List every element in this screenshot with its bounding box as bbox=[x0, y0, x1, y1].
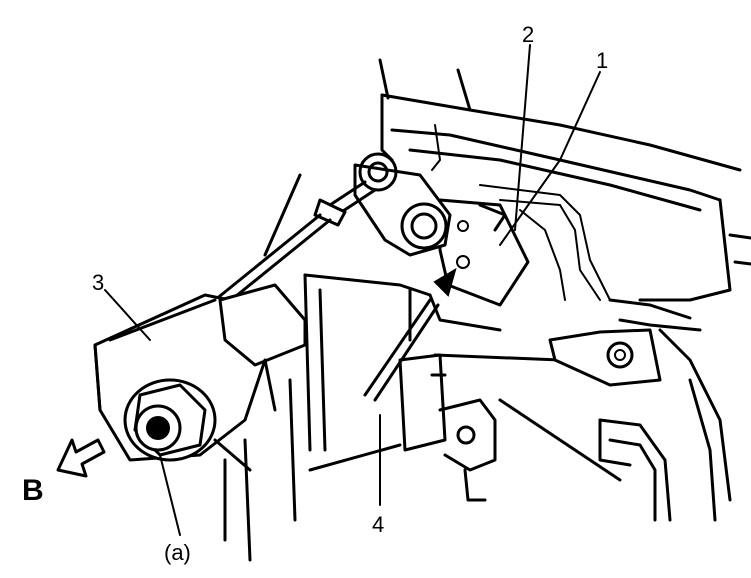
bolt-bracket bbox=[548, 328, 662, 387]
label-2: 2 bbox=[522, 22, 534, 47]
pivot-hole bbox=[456, 255, 470, 269]
label-1: 1 bbox=[596, 48, 608, 73]
pointer-arrow bbox=[363, 267, 457, 402]
nut-center bbox=[146, 416, 170, 440]
label-4: 4 bbox=[372, 512, 384, 537]
lever-arm bbox=[353, 152, 452, 257]
label-3: 3 bbox=[92, 270, 104, 295]
direction-arrow-b bbox=[56, 438, 106, 478]
linkage-rod bbox=[213, 173, 377, 307]
hose bbox=[598, 328, 732, 522]
sensor-bracket bbox=[438, 198, 530, 307]
label-a: (a) bbox=[164, 540, 191, 565]
lever-pivot bbox=[400, 202, 448, 250]
label-b: B bbox=[22, 474, 44, 507]
mounting-nut bbox=[123, 378, 217, 462]
bracket-hole bbox=[457, 220, 469, 232]
wiring-connector bbox=[398, 353, 497, 502]
leader-lines bbox=[104, 44, 601, 536]
bolt-head bbox=[606, 341, 634, 369]
sensor-connector bbox=[218, 283, 307, 367]
upper-ball-joint bbox=[358, 152, 398, 192]
